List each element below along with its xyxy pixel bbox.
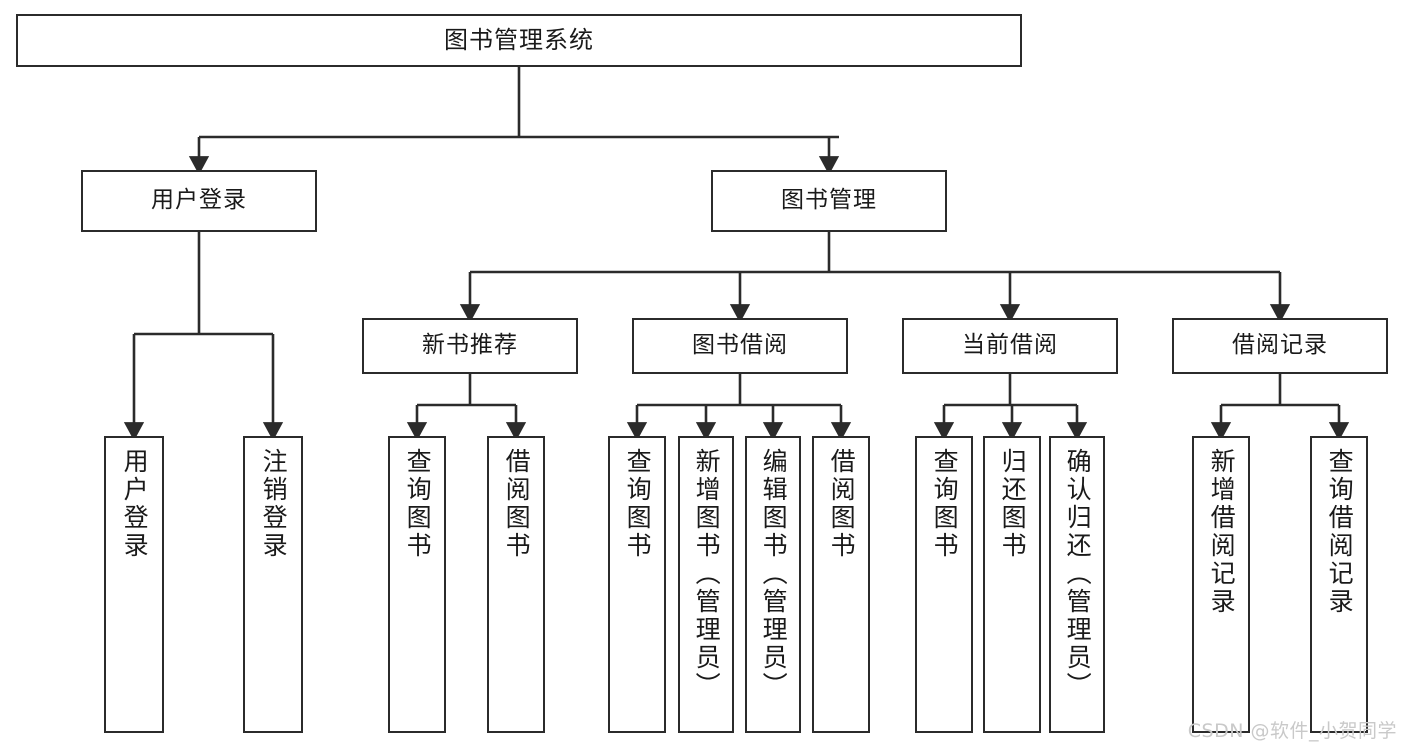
leaf-borrow-book-1[interactable]: 借阅图书: [487, 436, 545, 733]
node-book-borrow-label: 图书借阅: [692, 332, 788, 359]
csdn-watermark: CSDN @软件_小贺同学: [1187, 720, 1397, 742]
leaf-edit-book[interactable]: 编辑图书（管理员）: [745, 436, 801, 733]
node-root-label: 图书管理系统: [444, 26, 594, 55]
leaf-borrow-book-2-label: 借阅图书: [827, 448, 857, 560]
leaf-confirm-return[interactable]: 确认归还（管理员）: [1049, 436, 1105, 733]
node-book-borrow[interactable]: 图书借阅: [632, 318, 848, 374]
leaf-user-login[interactable]: 用户登录: [104, 436, 164, 733]
leaf-query-record-label: 查询借阅记录: [1325, 448, 1355, 616]
node-book-manage-label: 图书管理: [781, 187, 877, 214]
leaf-query-book-2[interactable]: 查询图书: [608, 436, 666, 733]
leaf-query-book-3-label: 查询图书: [930, 448, 960, 560]
leaf-edit-book-label: 编辑图书（管理员）: [759, 448, 789, 700]
node-user-login[interactable]: 用户登录: [81, 170, 317, 232]
leaf-query-book-1[interactable]: 查询图书: [388, 436, 446, 733]
node-current-borrow-label: 当前借阅: [962, 332, 1058, 359]
leaf-borrow-book-2[interactable]: 借阅图书: [812, 436, 870, 733]
node-borrow-record[interactable]: 借阅记录: [1172, 318, 1388, 374]
node-book-manage[interactable]: 图书管理: [711, 170, 947, 232]
leaf-query-book-1-label: 查询图书: [403, 448, 433, 560]
leaf-query-book-3[interactable]: 查询图书: [915, 436, 973, 733]
leaf-logout[interactable]: 注销登录: [243, 436, 303, 733]
leaf-return-book[interactable]: 归还图书: [983, 436, 1041, 733]
node-new-book-recommend[interactable]: 新书推荐: [362, 318, 578, 374]
leaf-borrow-book-1-label: 借阅图书: [502, 448, 532, 560]
leaf-logout-label: 注销登录: [259, 448, 289, 560]
leaf-confirm-return-label: 确认归还（管理员）: [1063, 448, 1093, 700]
node-new-book-recommend-label: 新书推荐: [422, 332, 518, 359]
leaf-add-book[interactable]: 新增图书（管理员）: [678, 436, 734, 733]
node-borrow-record-label: 借阅记录: [1232, 332, 1328, 359]
leaf-add-record-label: 新增借阅记录: [1207, 448, 1237, 616]
leaf-add-book-label: 新增图书（管理员）: [692, 448, 722, 700]
leaf-add-record[interactable]: 新增借阅记录: [1192, 436, 1250, 733]
leaf-query-record[interactable]: 查询借阅记录: [1310, 436, 1368, 733]
leaf-query-book-2-label: 查询图书: [623, 448, 653, 560]
node-user-login-label: 用户登录: [151, 187, 247, 214]
node-current-borrow[interactable]: 当前借阅: [902, 318, 1118, 374]
leaf-return-book-label: 归还图书: [998, 448, 1028, 560]
node-root[interactable]: 图书管理系统: [16, 14, 1022, 67]
leaf-user-login-label: 用户登录: [120, 448, 150, 560]
